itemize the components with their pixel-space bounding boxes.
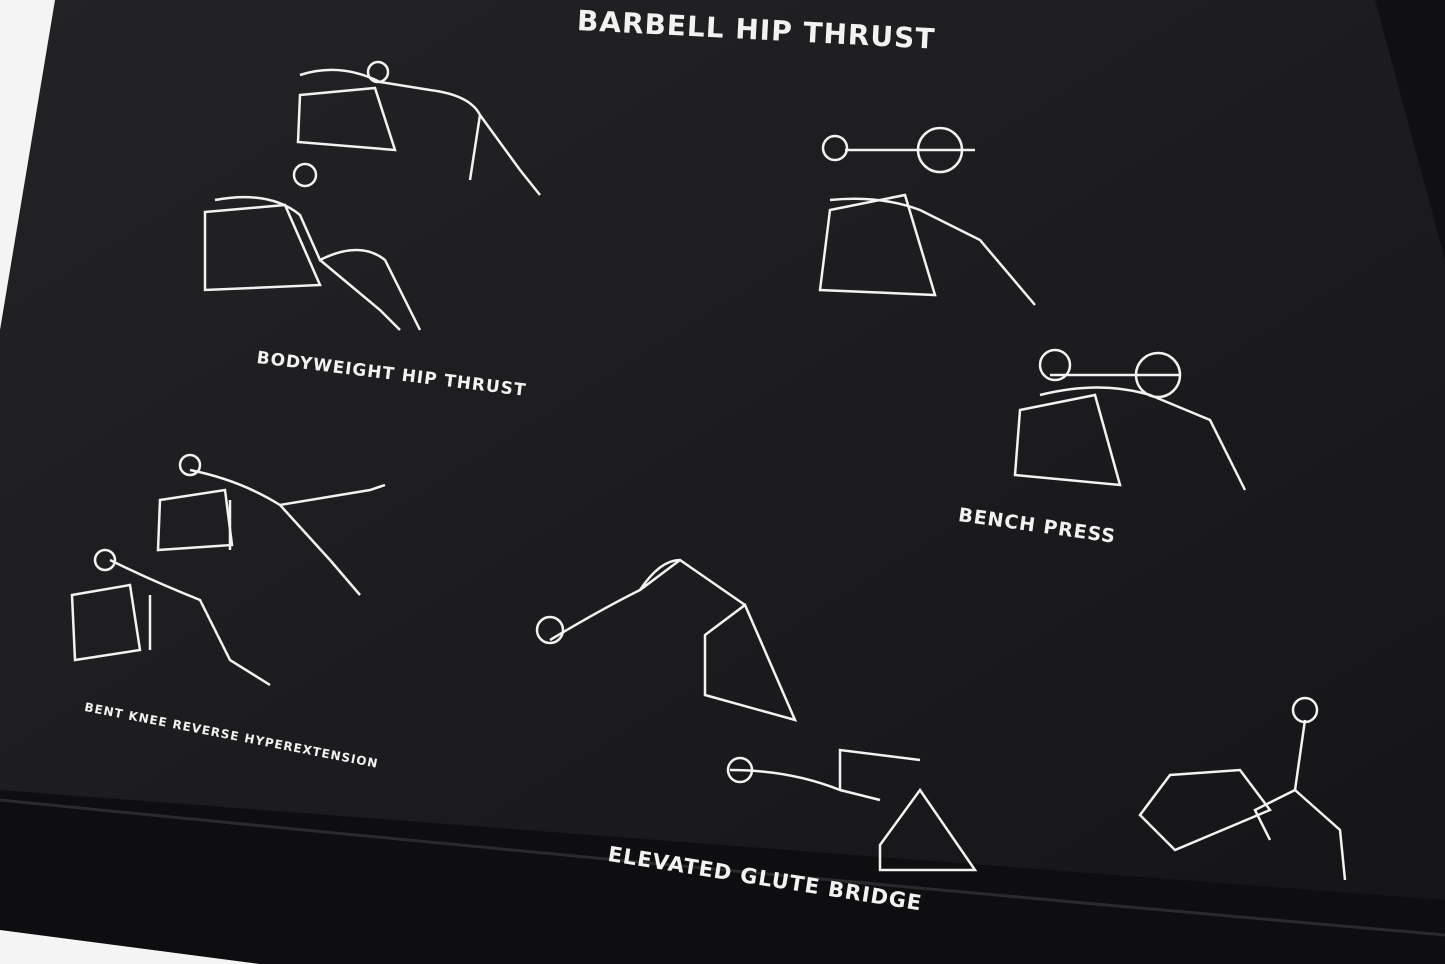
zipper-seam: [0, 798, 1445, 937]
illustration-barbell: [818, 126, 1036, 306]
exercise-illustrations: [70, 60, 1347, 881]
mat: [0, 0, 1445, 900]
illustration-bench-press: [1013, 348, 1247, 491]
right-object: [1375, 0, 1445, 260]
illustration-split-squat: [1138, 696, 1347, 881]
illustration-bent-knee: [70, 548, 271, 687]
illustration-glute-bridge-elevated: [726, 748, 978, 872]
illustration-bodyweight-seated: [203, 162, 422, 331]
illustration-kickback: [156, 453, 386, 596]
illustration-bodyweight-top: [296, 60, 541, 196]
illustration-glute-bridge: [535, 558, 798, 722]
